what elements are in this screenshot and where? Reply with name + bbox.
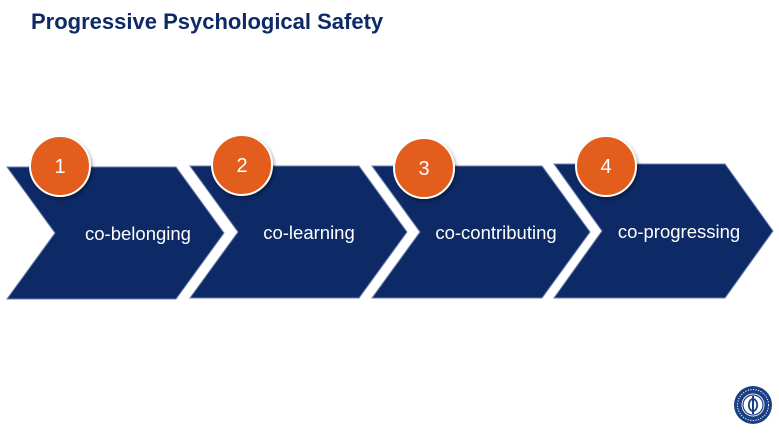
step-number-badge — [211, 134, 273, 196]
page-title: Progressive Psychological Safety — [31, 9, 384, 34]
chevron-shape — [189, 165, 408, 299]
step-label: co-learning — [263, 222, 355, 243]
step-number-badge — [393, 137, 455, 199]
step-number-badge — [29, 135, 91, 197]
step-label: co-belonging — [85, 223, 191, 244]
step-label: co-progressing — [618, 221, 740, 242]
step-number: 3 — [418, 158, 429, 180]
chevron-shape — [553, 163, 774, 299]
institution-seal-icon — [734, 386, 772, 424]
step-number-badge — [575, 135, 637, 197]
step-co-contributing: co-contributing 3 — [371, 137, 591, 299]
step-co-progressing: co-progressing 4 — [553, 135, 774, 299]
step-number: 2 — [236, 155, 247, 177]
step-number: 4 — [600, 156, 611, 178]
step-label: co-contributing — [435, 222, 556, 243]
step-co-belonging: co-belonging 1 — [6, 135, 225, 300]
chevron-shape — [6, 166, 225, 300]
chevron-shape — [371, 165, 591, 299]
step-number: 1 — [54, 156, 65, 178]
step-co-learning: co-learning 2 — [189, 134, 408, 299]
